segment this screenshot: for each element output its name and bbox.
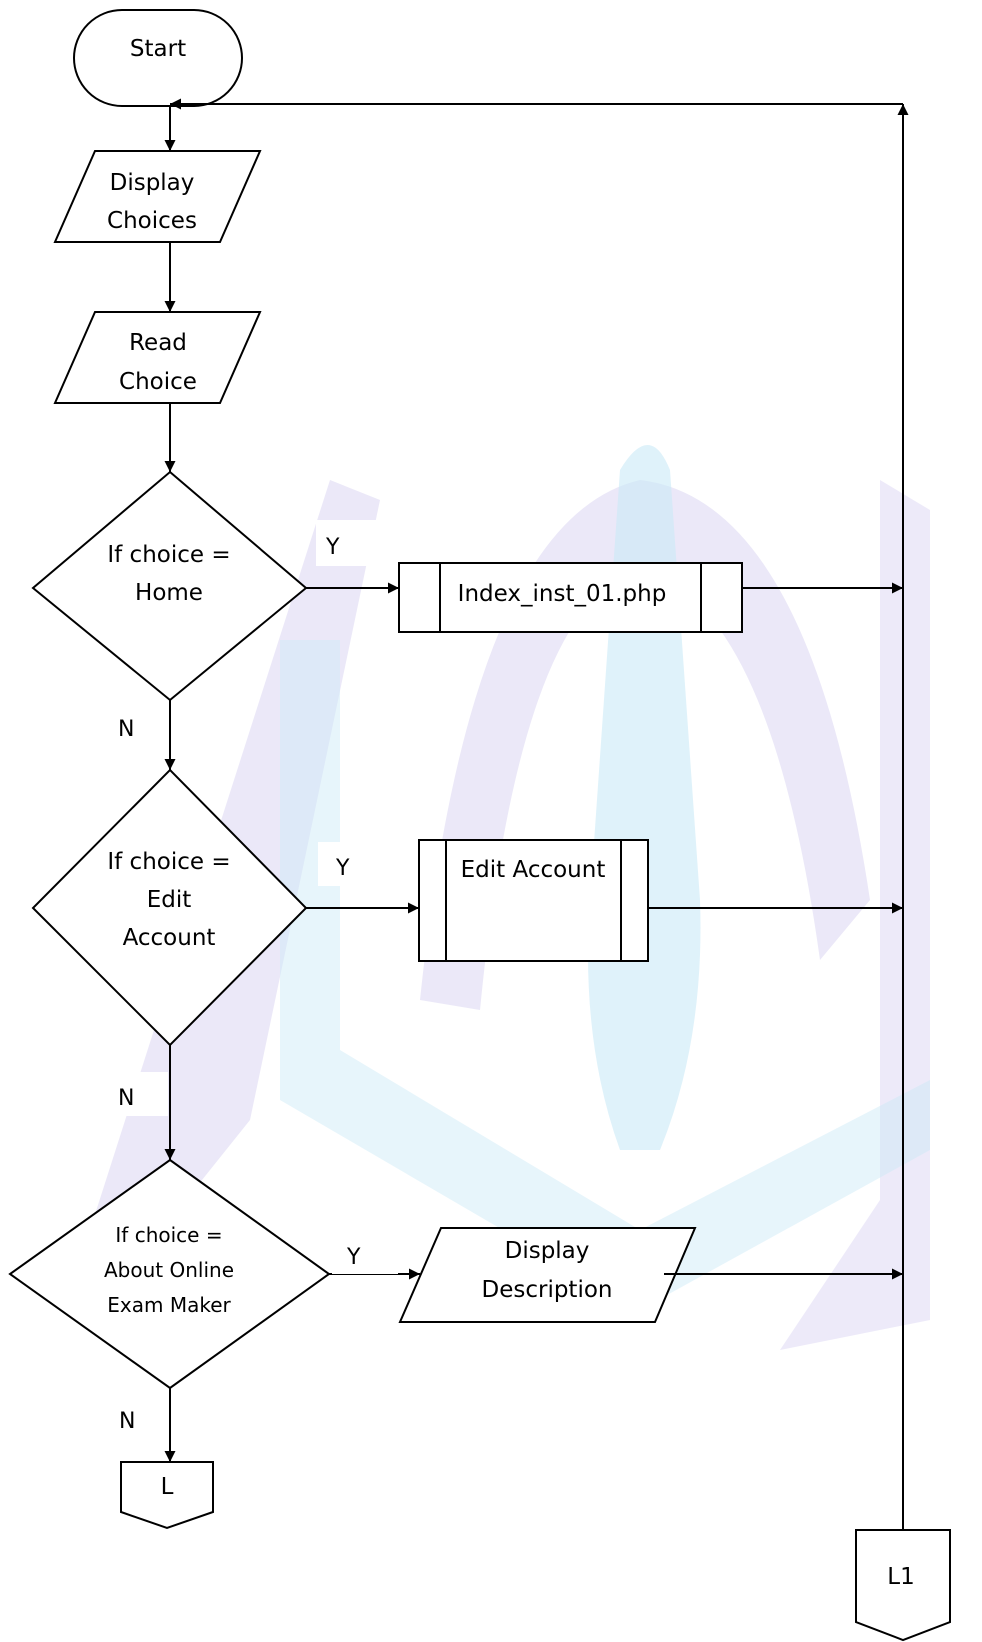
home-no-label: N <box>118 717 134 742</box>
decision-edit-label-2: Edit <box>147 887 192 913</box>
process-index-label: Index_inst_01.php <box>458 581 667 607</box>
connector-l1-label: L1 <box>887 1564 914 1590</box>
display-description-shape <box>398 1227 697 1323</box>
read-choice-label-2: Choice <box>119 369 197 395</box>
display-description-label-2: Description <box>482 1277 613 1303</box>
connector-l-label: L <box>161 1474 174 1500</box>
process-edit-shape <box>418 839 649 962</box>
start-label: Start <box>130 36 186 62</box>
start-terminal <box>73 9 243 107</box>
decision-about-label-2: About Online <box>104 1258 234 1282</box>
display-choices-label-1: Display <box>110 170 195 196</box>
connector-l-shape <box>120 1461 214 1530</box>
decision-edit-label-3: Account <box>123 925 216 951</box>
about-yes-label: Y <box>346 1245 361 1270</box>
display-choices-label-2: Choices <box>107 208 197 234</box>
process-index-shape <box>398 562 743 633</box>
edit-yes-label: Y <box>335 856 350 881</box>
edit-no-label: N <box>118 1086 134 1111</box>
home-yes-label: Y <box>325 535 340 560</box>
about-no-label: N <box>119 1409 135 1434</box>
decision-about-label-1: If choice = <box>115 1223 222 1247</box>
process-edit-label: Edit Account <box>461 857 606 883</box>
display-choices-shape <box>53 150 262 243</box>
decision-home-label-2: Home <box>135 580 203 606</box>
decision-about-label-3: Exam Maker <box>107 1293 231 1317</box>
watermark-right-band <box>780 480 930 1350</box>
decision-edit-label-1: If choice = <box>107 849 230 875</box>
read-choice-label-1: Read <box>129 330 187 356</box>
read-choice-shape <box>53 311 262 404</box>
decision-home-label-1: If choice = <box>107 542 230 568</box>
connector-l1-shape <box>855 1529 951 1642</box>
display-description-label-1: Display <box>505 1238 590 1264</box>
watermark-chevron <box>280 640 930 1310</box>
